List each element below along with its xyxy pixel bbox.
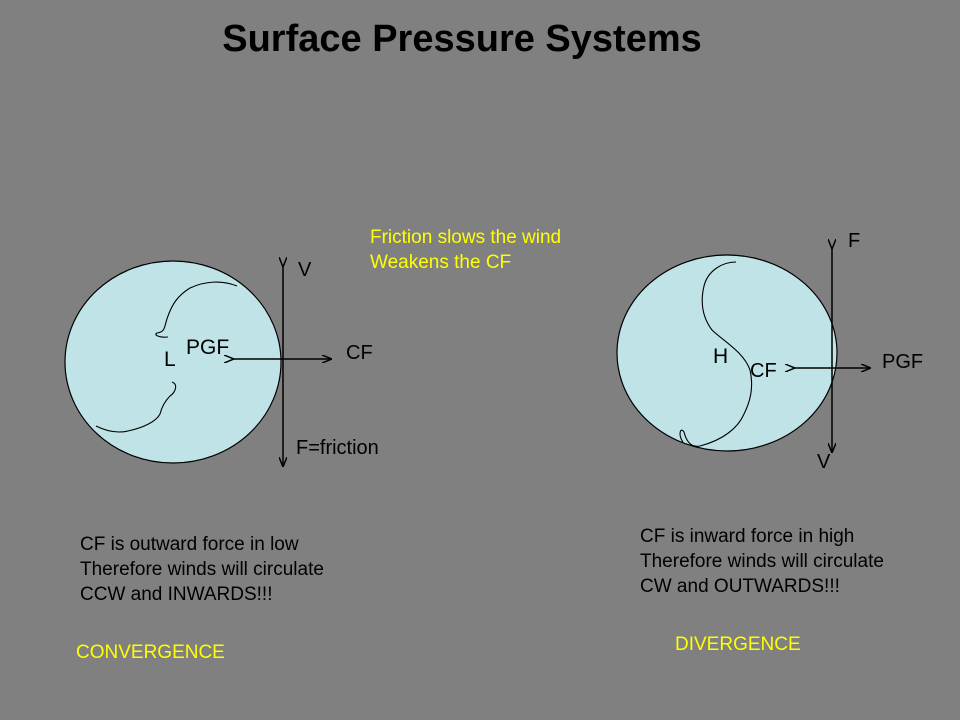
high-pgf-label: PGF bbox=[882, 351, 924, 373]
friction-note-line: Friction slows the wind bbox=[370, 227, 562, 248]
low-center-label: L bbox=[164, 348, 176, 371]
low-explanation: CF is outward force in low Therefore win… bbox=[80, 532, 324, 607]
high-explanation-line: Therefore winds will circulate bbox=[640, 551, 884, 572]
low-wind-path-upper bbox=[155, 281, 238, 338]
low-wind-path-lower bbox=[95, 381, 177, 433]
high-f-label: F bbox=[848, 230, 861, 252]
high-center-label: H bbox=[713, 345, 729, 368]
high-explanation-line: CW and OUTWARDS!!! bbox=[640, 576, 840, 597]
low-pressure-system bbox=[64, 261, 331, 466]
page-title: Surface Pressure Systems bbox=[222, 18, 702, 60]
high-pressure-system bbox=[616, 248, 870, 452]
low-explanation-line: Therefore winds will circulate bbox=[80, 559, 324, 580]
low-explanation-line: CCW and INWARDS!!! bbox=[80, 584, 273, 605]
low-pgf-label: PGF bbox=[186, 336, 230, 359]
friction-note: Friction slows the wind Weakens the CF bbox=[370, 225, 561, 275]
high-explanation-line: CF is inward force in high bbox=[640, 526, 855, 547]
high-wind-path bbox=[679, 261, 753, 447]
friction-note-line: Weakens the CF bbox=[370, 252, 512, 273]
high-cf-label: CF bbox=[750, 360, 777, 382]
high-pressure-circle bbox=[616, 254, 838, 452]
low-friction-label: F=friction bbox=[296, 437, 379, 459]
low-explanation-line: CF is outward force in low bbox=[80, 534, 299, 555]
divergence-label: DIVERGENCE bbox=[675, 634, 801, 655]
low-v-label: V bbox=[298, 259, 312, 281]
low-cf-label: CF bbox=[346, 342, 373, 364]
convergence-label: CONVERGENCE bbox=[76, 642, 225, 663]
high-explanation: CF is inward force in high Therefore win… bbox=[640, 524, 884, 599]
high-v-label: V bbox=[817, 451, 831, 473]
